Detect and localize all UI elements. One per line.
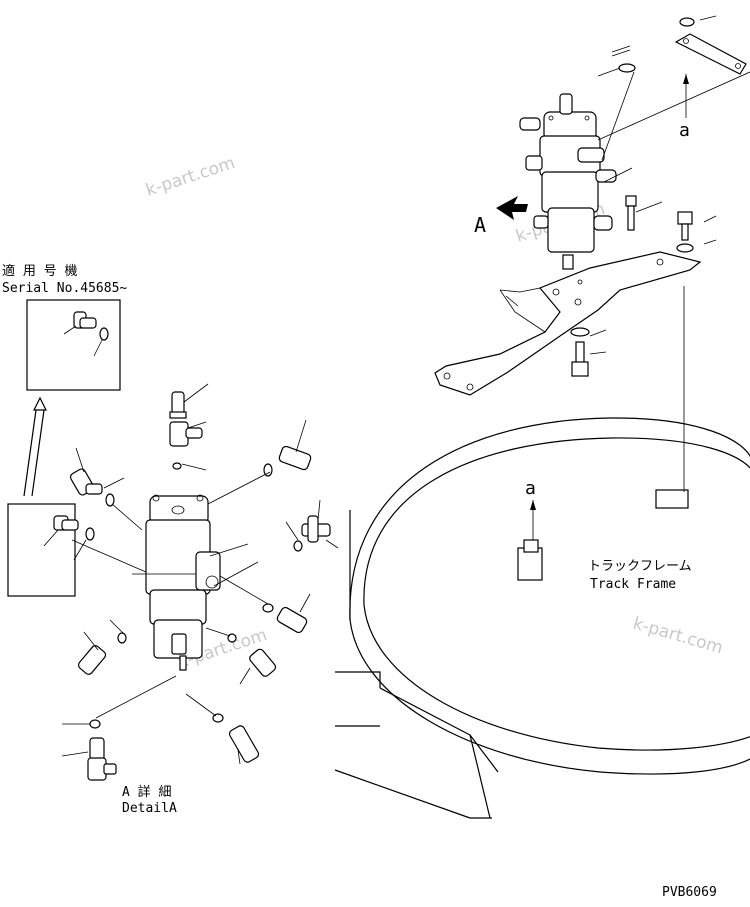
detail-label-jp: A 詳 細: [122, 784, 171, 800]
fitting-bottom-left: [87, 719, 117, 781]
view-letter: A: [474, 213, 486, 237]
frame-bracket-b: [655, 286, 689, 509]
serial-label: Serial No.45685~: [2, 281, 127, 296]
leaders-top-right: [505, 15, 750, 355]
fitting-top-2: [169, 421, 203, 447]
bolt-right-2: [625, 195, 637, 231]
fitting-right-elbow-mid: [262, 603, 308, 634]
fitting-left-elbow: [69, 468, 115, 507]
swivel-joint-top: [519, 93, 617, 270]
fitting-right-bottom-elbow: [227, 633, 277, 677]
serial-section: 適 用 号 機 Serial No.45685~: [2, 263, 127, 497]
lower-frame-body: [334, 671, 499, 819]
watermark-4: k-part.com: [631, 614, 725, 659]
top-plate: [674, 17, 747, 118]
serial-fitting: [73, 311, 109, 341]
bolt-lower-1: [570, 327, 590, 377]
drawing-code: PVB6069: [662, 885, 717, 900]
bolt-right-1: [676, 211, 694, 253]
swivel-joint-detail: [145, 494, 221, 671]
mounting-bracket: [434, 251, 702, 396]
track-frame-en: Track Frame: [590, 577, 676, 592]
ref-a-top: a: [679, 120, 690, 141]
view-arrow-a: A: [474, 196, 528, 237]
fitting-bottom-center-elbow: [212, 713, 260, 763]
leaders-detail: [61, 383, 339, 765]
oring-top: [172, 462, 182, 470]
ref-a-bottom: a: [525, 478, 536, 499]
serial-box: [26, 299, 121, 391]
fitting-top-1: [169, 391, 187, 419]
washer-top: [611, 45, 636, 73]
watermark-1: k-part.com: [143, 153, 237, 201]
frame-bracket-a: [517, 500, 543, 581]
detail-label-en: DetailA: [122, 801, 177, 816]
fitting-right-tee: [293, 515, 331, 552]
track-frame-ring: [349, 417, 750, 775]
track-frame-jp: トラックフレーム: [588, 559, 692, 574]
detail-box: [7, 503, 95, 597]
applicable-label: 適 用 号 機: [2, 263, 77, 279]
fitting-right-elbow-top: [263, 445, 312, 477]
fitting-left-bottom-elbow: [77, 632, 127, 675]
